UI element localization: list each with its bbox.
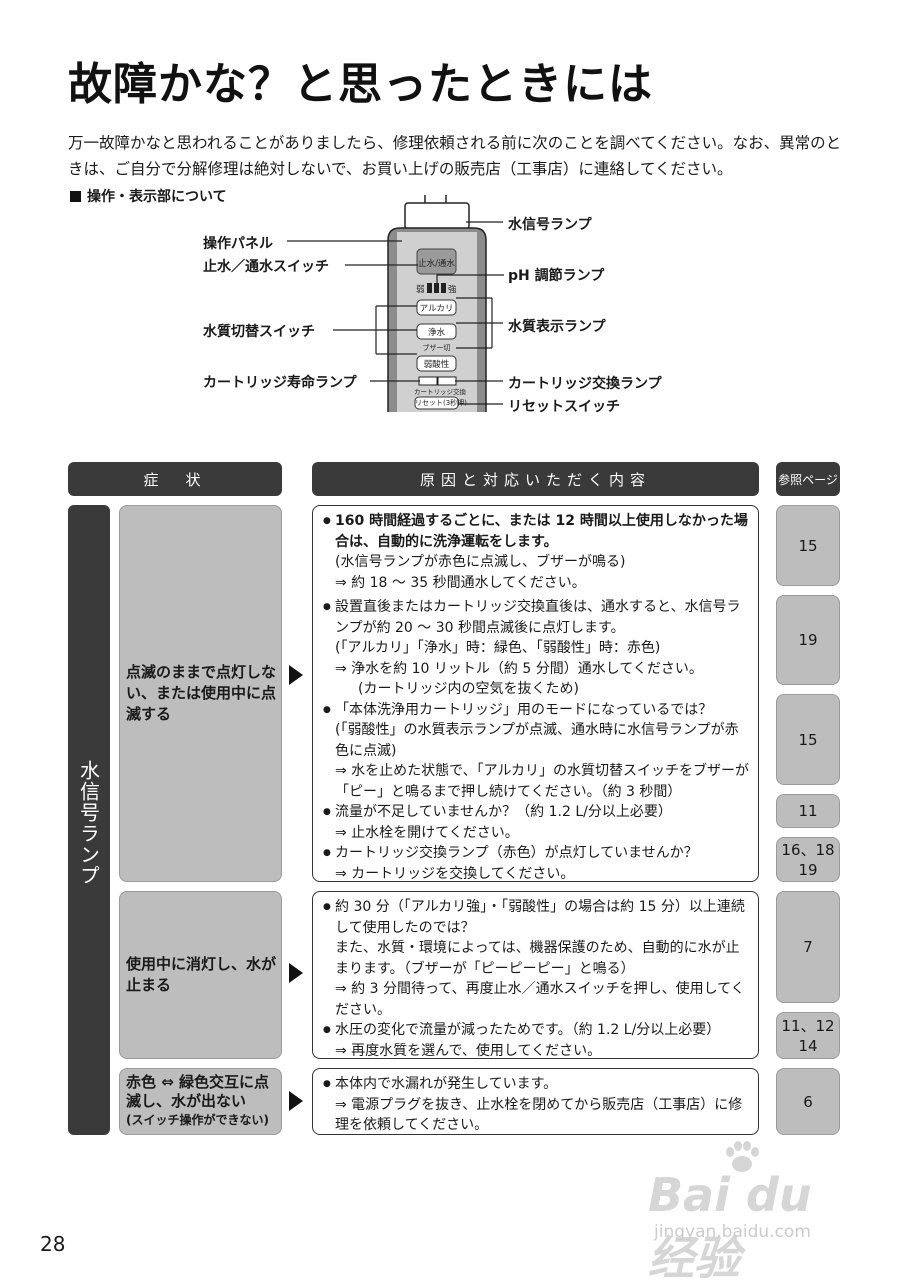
- watermark-url: jingyan.baidu.com: [654, 1222, 811, 1242]
- cause-line: ⇒ 再度水質を選んで、使用してください。: [335, 1042, 602, 1059]
- callout-water-signal: 水信号ランプ: [508, 217, 592, 233]
- ref-page[interactable]: 7: [776, 891, 840, 1003]
- device-stop-label: 止水/通水: [418, 259, 455, 269]
- symptom-row-1: 点滅のままで点灯しない、または使用中に点滅する: [119, 505, 282, 882]
- section-label: 操作・表示部について: [70, 186, 227, 206]
- arrow-right-icon: [289, 1091, 303, 1111]
- cause-box-row-2: 約 30 分（「アルカリ強」・「弱酸性」の場合は約 15 分）以上連続して使用し…: [312, 891, 759, 1059]
- cause-lead: 設置直後またはカートリッジ交換直後は、通水すると、水信号ランプが約 20 〜 3…: [323, 597, 750, 638]
- symptom-text: 点滅のままで点灯しない、または使用中に点滅する: [126, 663, 277, 723]
- header-ref: 参照ページ: [776, 462, 840, 496]
- arrow-right-icon: [289, 963, 303, 983]
- symptom-text: 使用中に消灯し、水が止まる: [126, 955, 277, 994]
- cause-line: ⇒ 止水栓を開けてください。: [335, 824, 519, 841]
- cause-lead: 「本体洗浄用カートリッジ」用のモードになっているでは？: [323, 700, 750, 721]
- cause-box-row-3: 本体内で水漏れが発生しています。 ⇒ 電源プラグを抜き、止水栓を閉めてから販売店…: [312, 1068, 759, 1135]
- cause-line: (水信号ランプが赤色に点滅し、ブザーが鳴る): [335, 554, 626, 570]
- header-symptom: 症 状: [68, 462, 282, 496]
- cause-lead: カートリッジ交換ランプ（赤色）が点灯していませんか？: [323, 843, 750, 864]
- cause-line: (「アルカリ」「浄水」時：緑色、「弱酸性」時：赤色): [335, 640, 661, 656]
- callout-ph-lamp: pH 調節ランプ: [508, 268, 605, 284]
- header-cause: 原因と対応いただく内容: [312, 462, 759, 496]
- callout-cartridge-replace: カートリッジ交換ランプ: [508, 376, 662, 392]
- cause-lead: 水圧の変化で流量が減ったためです。（約 1.2 L/分以上必要）: [323, 1020, 750, 1041]
- ref-page[interactable]: 16、18 19: [776, 837, 840, 882]
- cause-lead: 160 時間経過するごとに、または 12 時間以上使用しなかった場合は、自動的に…: [323, 511, 750, 552]
- category-water-signal-lamp: 水信号ランプ: [68, 505, 110, 1135]
- callout-panel: 操作パネル: [203, 236, 273, 252]
- page-number: 28: [40, 1232, 66, 1256]
- cause-line: ⇒ 約 18 〜 35 秒間通水してください。: [335, 574, 586, 591]
- cause-lead: 流量が不足していませんか？（約 1.2 L/分以上必要）: [323, 802, 750, 823]
- arrow-right-icon: [289, 665, 303, 685]
- page-title: 故障かな？と思ったときには: [68, 59, 653, 110]
- device-strong-label: 強: [448, 285, 457, 295]
- intro-text: 万一故障かなと思われることがありましたら、修理依頼される前に次のことを調べてくだ…: [68, 134, 842, 178]
- device-acid-label: 弱酸性: [423, 360, 450, 370]
- symptom-row-3: 赤色 ⇔ 緑色交互に点滅し、水が出ない (スイッチ操作ができない): [119, 1068, 282, 1135]
- symptom-note: (スイッチ操作ができない): [126, 1113, 269, 1127]
- ref-page[interactable]: 15: [776, 505, 840, 586]
- symptom-text: 赤色 ⇔ 緑色交互に点滅し、水が出ない: [126, 1073, 270, 1110]
- callout-quality-lamp: 水質表示ランプ: [508, 319, 606, 335]
- cause-line: また、水質・環境によっては、機器保護のため、自動的に水が止まります。（ブザーが「…: [335, 940, 740, 977]
- device-weak-label: 弱: [416, 285, 425, 295]
- callout-stop-switch: 止水／通水スイッチ: [203, 259, 329, 275]
- square-bullet-icon: [70, 191, 81, 202]
- cause-line: ⇒ 電源プラグを抜き、止水栓を閉めてから販売店（工事店）に修理を依頼してください…: [335, 1096, 743, 1134]
- paw-logo-icon: [726, 1141, 759, 1172]
- device-buzzer-label: ブザー切: [422, 344, 451, 352]
- cause-line: (カートリッジ内の空気を抜くため): [358, 681, 579, 697]
- cause-line: ⇒ 約 3 分間待って、再度止水／通水スイッチを押し、使用してください。: [335, 981, 745, 1018]
- section-label-text: 操作・表示部について: [87, 189, 227, 205]
- ref-page[interactable]: 6: [776, 1068, 840, 1135]
- cause-line: ⇒ 水を止めた状態で、「アルカリ」の水質切替スイッチをブザーが「ピー」と鳴るまで…: [335, 763, 750, 800]
- ref-page[interactable]: 15: [776, 694, 840, 785]
- symptom-row-2: 使用中に消灯し、水が止まる: [119, 891, 282, 1059]
- cause-line: ⇒ 浄水を約 10 リットル（約 5 分間）通水してください。: [335, 660, 703, 677]
- device-reset-label: リセット(3秒押): [415, 399, 467, 407]
- watermark: Bai du 经验 jingyan.baidu.com: [640, 1140, 860, 1280]
- callout-cartridge-life: カートリッジ寿命ランプ: [203, 375, 357, 391]
- device-cartridge-label: カートリッジ交換: [414, 388, 466, 396]
- watermark-brand: Bai du 经验: [648, 1168, 812, 1280]
- ref-page[interactable]: 11: [776, 794, 840, 828]
- cause-lead: 約 30 分（「アルカリ強」・「弱酸性」の場合は約 15 分）以上連続して使用し…: [323, 897, 750, 938]
- cause-line: (「弱酸性」の水質表示ランプが点滅、通水時に水信号ランプが赤色に点滅): [335, 722, 739, 759]
- cause-lead: 本体内で水漏れが発生しています。: [323, 1074, 750, 1095]
- device-pure-label: 浄水: [427, 328, 445, 338]
- cause-box-row-1: 160 時間経過するごとに、または 12 時間以上使用しなかった場合は、自動的に…: [312, 505, 759, 882]
- callout-reset-switch: リセットスイッチ: [508, 399, 620, 415]
- device-alkali-label: アルカリ: [419, 304, 454, 314]
- ref-page[interactable]: 11、12 14: [776, 1012, 840, 1059]
- callout-quality-switch: 水質切替スイッチ: [203, 324, 315, 340]
- ref-page[interactable]: 19: [776, 595, 840, 685]
- category-label: 水信号ランプ: [76, 760, 101, 886]
- cause-line: ⇒ カートリッジを交換してください。: [335, 865, 575, 882]
